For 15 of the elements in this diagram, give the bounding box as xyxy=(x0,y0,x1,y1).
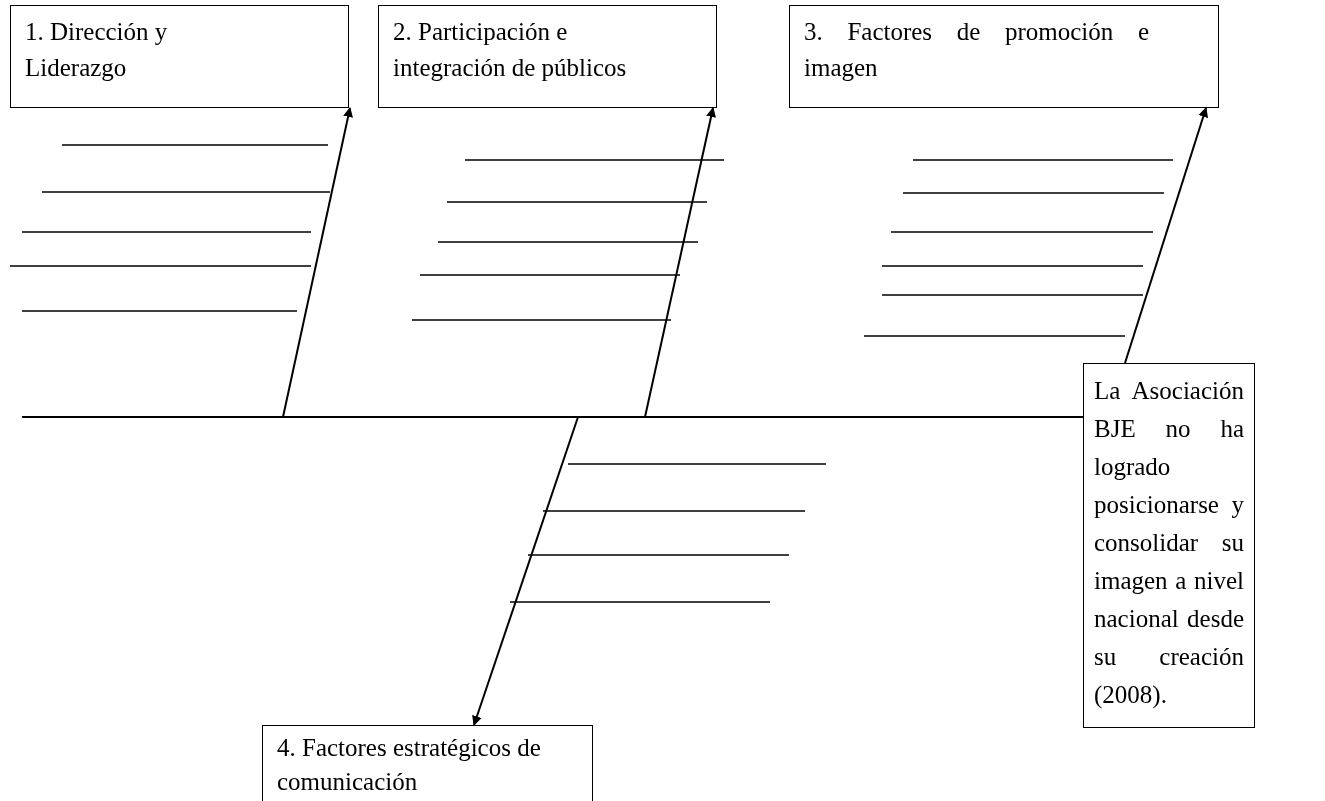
box-text: 3. Factores de promoción e imagen xyxy=(804,17,1149,83)
cause-box xyxy=(262,725,593,801)
arrow xyxy=(1124,107,1209,364)
problem-box xyxy=(1083,363,1255,728)
arrow xyxy=(644,107,716,418)
box-text: 1. Dirección y Liderazgo xyxy=(25,17,169,83)
cause-box xyxy=(789,5,1219,108)
box-text: 4. Factores estratégicos de comunicación xyxy=(277,733,542,797)
box-text: 2. Participación e integración de públicos xyxy=(393,17,628,83)
arrow xyxy=(282,107,353,418)
cause-box xyxy=(378,5,717,108)
arrow xyxy=(472,416,579,726)
cause-box xyxy=(10,5,349,108)
spine-line xyxy=(21,416,1084,418)
box-text: La Asociación BJE no ha logrado posicionarse y consolidar su imagen a nivel nacional desde su creación (2008). xyxy=(1094,376,1244,711)
